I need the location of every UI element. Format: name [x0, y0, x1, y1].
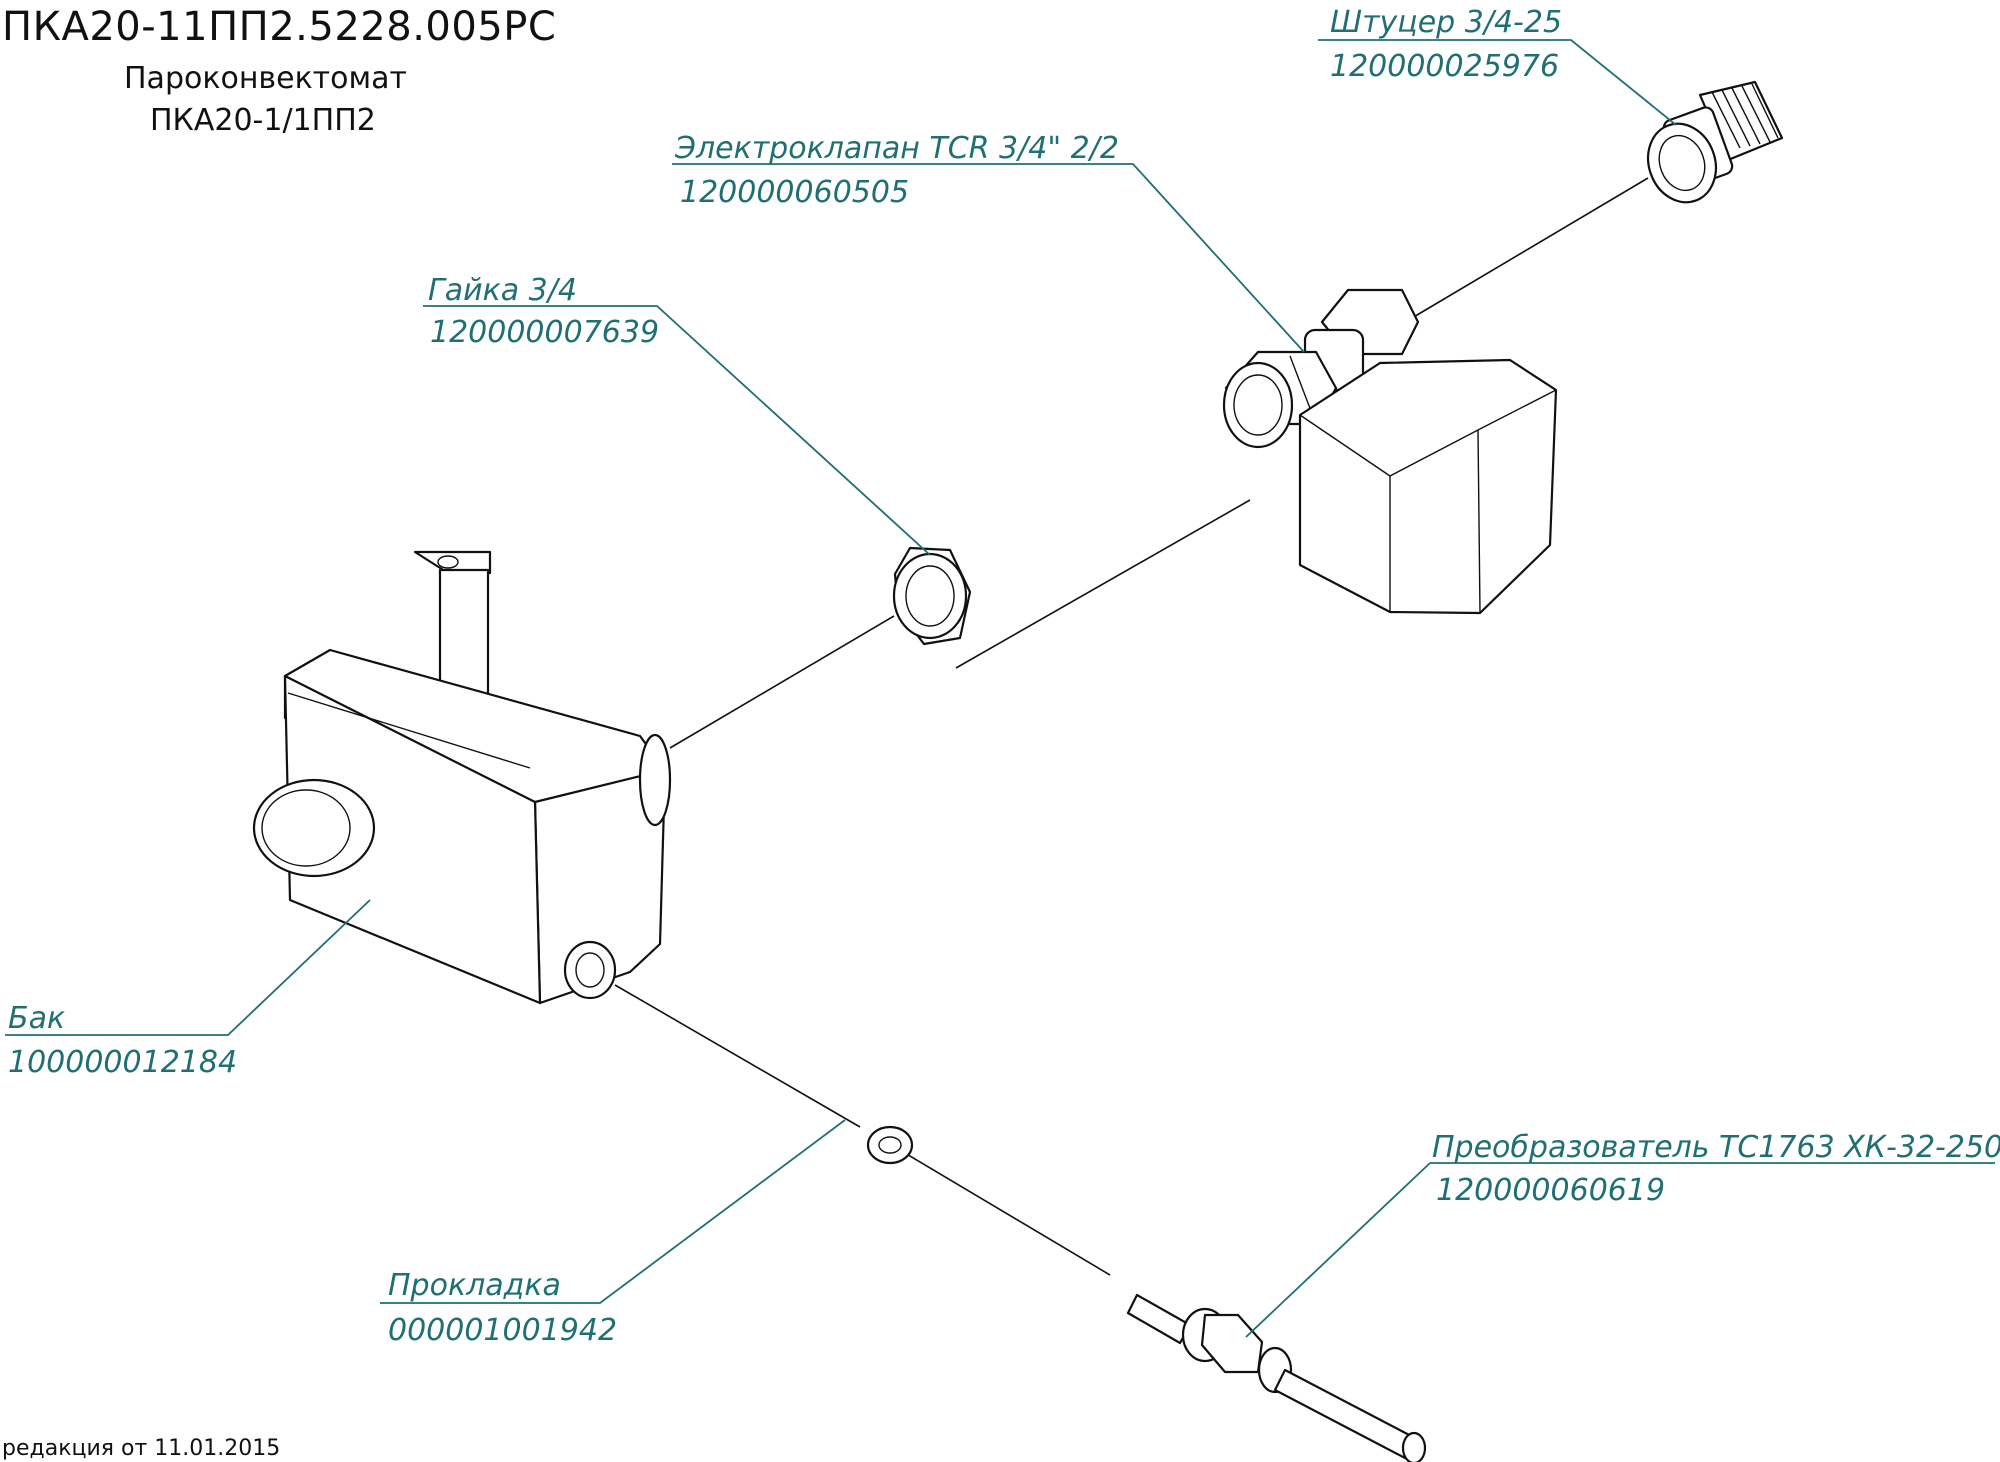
callout-gasket-code: 000001001942	[388, 1313, 617, 1348]
gasket-part	[866, 1125, 914, 1165]
fitting-part	[1647, 80, 1784, 204]
callout-tank-name: Бак	[8, 1001, 65, 1036]
nut-part	[892, 546, 972, 646]
assembly-axes	[614, 177, 1649, 1276]
callout-fitting: Штуцер 3/4-25 120000025976	[1330, 5, 1562, 84]
callout-nut-name: Гайка 3/4	[428, 273, 577, 308]
callout-nut-code: 120000007639	[430, 315, 659, 350]
sensor-part	[1126, 1293, 1427, 1462]
callout-solenoid-valve: Электроклапан TCR 3/4" 2/2 120000060505	[674, 131, 1119, 210]
callout-solenoid-valve-name: Электроклапан TCR 3/4" 2/2	[674, 131, 1119, 166]
callout-sensor: Преобразователь ТС1763 ХК-32-2500 120000…	[1432, 1130, 2000, 1208]
callout-tank: Бак 100000012184	[8, 1001, 237, 1080]
solenoid-valve-part	[1222, 288, 1558, 615]
callout-gasket: Прокладка 000001001942	[388, 1268, 617, 1348]
document-code: ПКА20-11ПП2.5228.005РС	[2, 4, 556, 50]
callout-leaders	[5, 39, 1995, 1338]
product-type: Пароконвектомат	[124, 61, 407, 96]
edition-note: редакция от 11.01.2015	[2, 1436, 280, 1461]
callout-nut: Гайка 3/4 120000007639	[428, 273, 659, 350]
callout-tank-code: 100000012184	[8, 1045, 237, 1080]
callout-sensor-code: 120000060619	[1436, 1173, 1665, 1208]
product-model: ПКА20-1/1ПП2	[150, 103, 376, 138]
callout-sensor-name: Преобразователь ТС1763 ХК-32-2500	[1432, 1130, 2000, 1165]
tank-part	[252, 550, 672, 1005]
callout-fitting-name: Штуцер 3/4-25	[1330, 5, 1562, 40]
callout-fitting-code: 120000025976	[1330, 49, 1559, 84]
callout-gasket-name: Прокладка	[388, 1268, 561, 1303]
callout-solenoid-valve-code: 120000060505	[680, 175, 909, 210]
